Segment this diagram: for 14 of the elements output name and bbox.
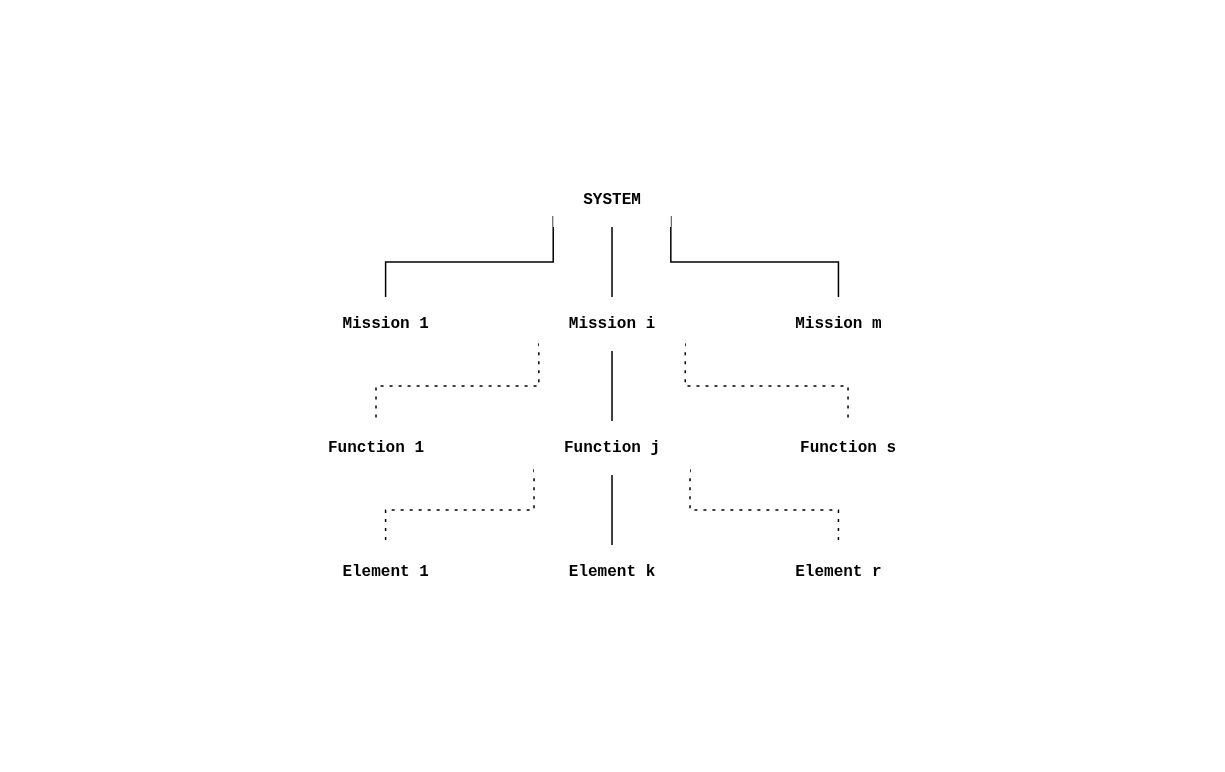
node-text: Function j	[564, 439, 661, 457]
node-text: Element r	[795, 563, 883, 581]
connector	[670, 215, 840, 298]
node-text: Mission m	[795, 315, 883, 333]
node-text: Function 1	[328, 439, 425, 457]
connector	[611, 474, 614, 546]
node-text: Element k	[569, 563, 656, 581]
node-text: Mission 1	[342, 315, 430, 333]
node-text: Mission i	[569, 315, 656, 333]
node-text: Element 1	[342, 563, 430, 581]
node-text: SYSTEM	[583, 191, 642, 209]
node-text: Function s	[800, 439, 897, 457]
connector	[611, 226, 614, 298]
connector	[611, 350, 614, 422]
